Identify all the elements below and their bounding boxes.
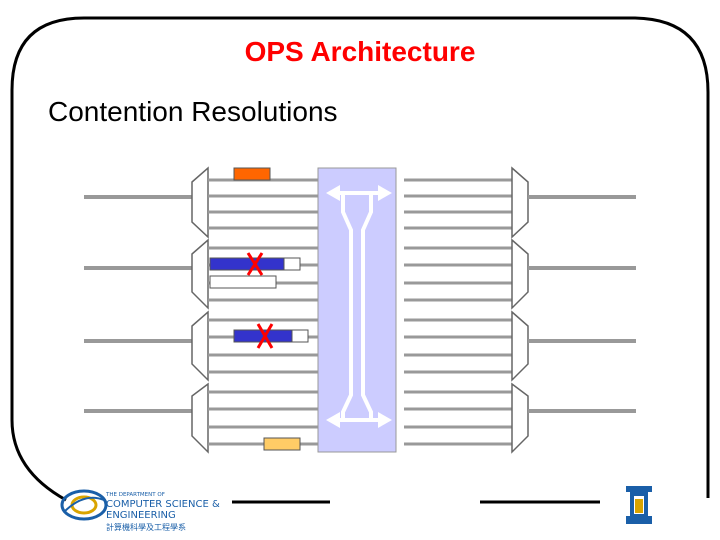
dept-line3: ENGINEERING: [106, 510, 176, 521]
packet-white: [291, 329, 309, 343]
input-wavelengths: [208, 178, 318, 446]
hkust-logo-icon: [626, 486, 652, 524]
multiplexers: [511, 166, 529, 454]
dept-line2: COMPUTER SCIENCE &: [106, 499, 220, 510]
slide-frame: [10, 16, 710, 502]
output-fibers: [528, 195, 636, 413]
output-wavelengths: [404, 178, 512, 446]
mux: [511, 310, 529, 382]
packet-light-orange: [263, 437, 301, 451]
demux: [191, 382, 209, 454]
contention-x-icon: [246, 252, 264, 276]
switch-fabric: [317, 167, 397, 453]
input-fibers: [84, 195, 192, 413]
dept-chinese: 計算機科學及工程學系: [106, 522, 186, 532]
mux: [511, 382, 529, 454]
slide-subtitle: Contention Resolutions: [48, 96, 338, 127]
packet-blue: [209, 257, 285, 271]
dept-line1: THE DEPARTMENT OF: [105, 492, 165, 498]
demultiplexers: [191, 166, 209, 454]
demux: [191, 238, 209, 310]
packet-orange: [233, 167, 271, 181]
switch-arrows: [326, 185, 392, 428]
demux: [191, 166, 209, 239]
contention-x-icon: [256, 323, 274, 349]
packet-white: [283, 257, 301, 271]
mux: [511, 238, 529, 310]
demux: [191, 310, 209, 382]
mux: [511, 166, 529, 239]
slide-title: OPS Architecture: [244, 36, 476, 67]
packet-white-long: [209, 275, 277, 289]
cse-logo-icon: [60, 489, 108, 521]
